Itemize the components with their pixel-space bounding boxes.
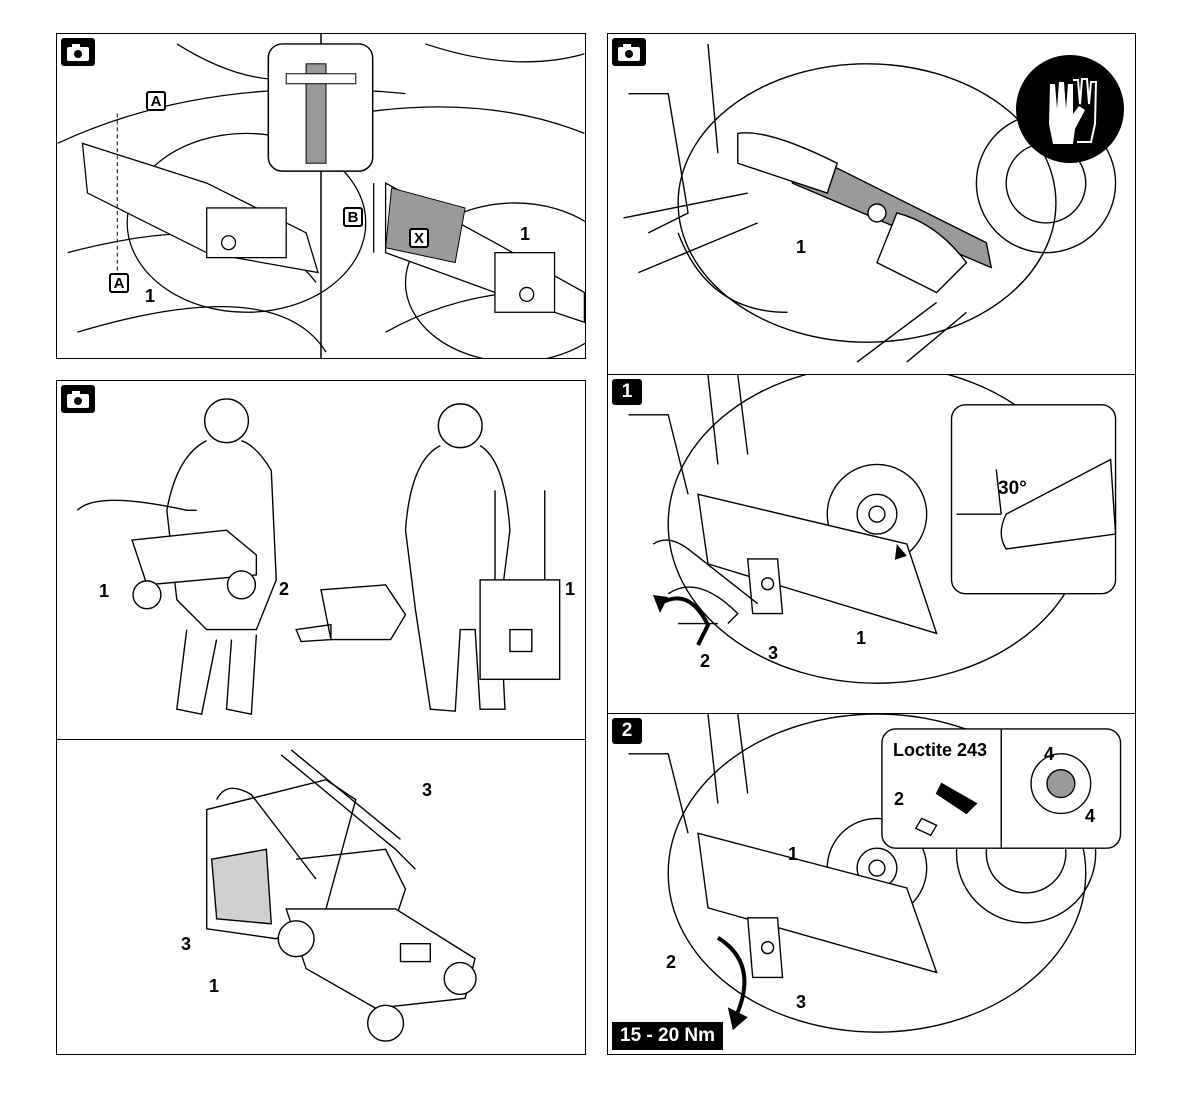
torque-spec-label: 15 - 20 Nm	[612, 1022, 723, 1050]
camera-icon	[612, 38, 646, 66]
thread-locker-label: Loctite 243	[893, 740, 987, 761]
panel-step-1: 1 30° 1 2 3	[607, 374, 1136, 714]
part-number-1: 1	[565, 579, 575, 600]
part-number-1: 1	[209, 976, 219, 997]
carrying-mower-illustration	[57, 381, 585, 739]
panel-step-2: 2 Loctite 243 1 2 3 2 4 4 15 - 20 Nm	[607, 713, 1136, 1055]
folded-mower-illustration	[57, 740, 585, 1054]
part-number-1: 1	[145, 286, 155, 307]
part-number-1: 1	[788, 844, 798, 865]
part-number-1: 1	[796, 237, 806, 258]
part-number-2: 2	[894, 789, 904, 810]
panel-folded-mower: 3 3 1	[56, 739, 586, 1055]
part-number-2: 2	[279, 579, 289, 600]
camera-icon	[61, 385, 95, 413]
part-number-3: 3	[796, 992, 806, 1013]
part-number-1: 1	[856, 628, 866, 649]
part-number-1: 1	[520, 224, 530, 245]
part-number-3: 3	[181, 934, 191, 955]
part-number-3: 3	[768, 643, 778, 664]
part-number-2: 2	[666, 952, 676, 973]
panel-blade-measurement: A A B X 1 1	[56, 33, 586, 359]
step-badge: 1	[612, 379, 642, 405]
part-number-3: 3	[422, 780, 432, 801]
dimension-label-a-bottom: A	[109, 273, 129, 293]
step-badge: 2	[612, 718, 642, 744]
panel-carrying-mower: 1 2 1	[56, 380, 586, 740]
rotate-arrow-icon	[648, 585, 718, 655]
camera-icon	[61, 38, 95, 66]
dimension-label-a-top: A	[146, 91, 166, 111]
blade-measurement-illustration	[57, 34, 585, 358]
blade-angle-label: 30°	[998, 478, 1027, 500]
dimension-label-b: B	[343, 207, 363, 227]
step-1-illustration	[608, 375, 1135, 713]
part-number-4: 4	[1044, 744, 1054, 765]
part-number-4: 4	[1085, 806, 1095, 827]
wear-zone-label-x: X	[409, 228, 429, 248]
step-2-illustration	[608, 714, 1135, 1054]
panel-blade-removal: 1	[607, 33, 1136, 375]
part-number-1: 1	[99, 581, 109, 602]
gloves-icon	[1015, 54, 1125, 164]
